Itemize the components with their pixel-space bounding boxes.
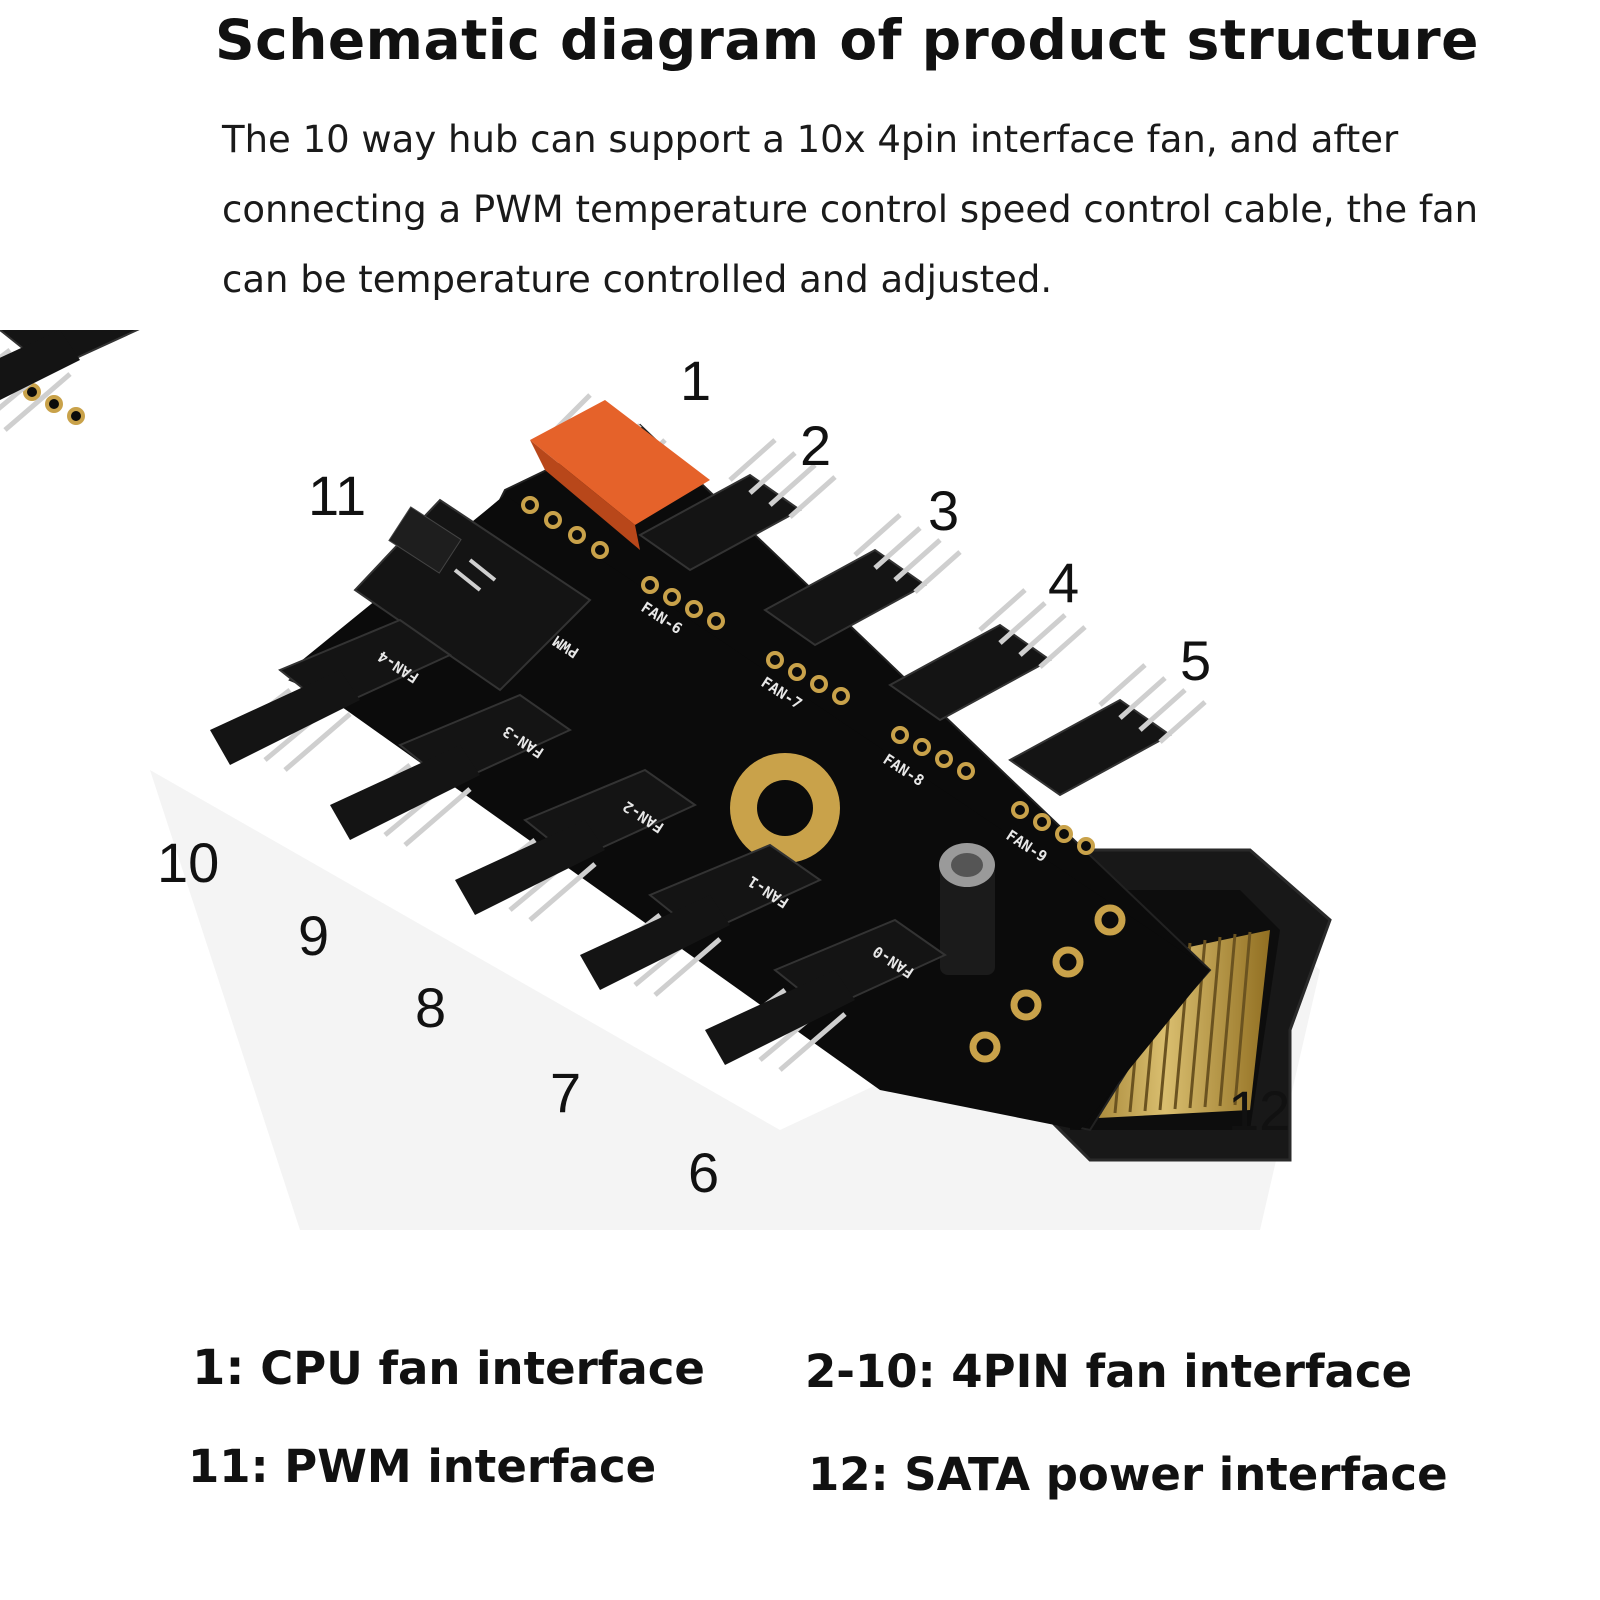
capacitor xyxy=(939,843,995,975)
pwm-header xyxy=(353,498,592,692)
legend-cpu-number: 1: xyxy=(192,1340,245,1396)
legend-pwm: 11: PWM interface xyxy=(188,1440,657,1493)
callout-11: 11 xyxy=(308,464,366,527)
callout-7: 7 xyxy=(550,1061,581,1124)
legend-cpu: 1: CPU fan interface xyxy=(192,1340,705,1396)
callout-12: 12 xyxy=(1228,1079,1290,1142)
product-diagram: FAN-6 FAN-7 FAN-8 FAN-9 PWM FAN-4 FAN-3 … xyxy=(0,330,1332,1230)
cpu-fan-header xyxy=(521,393,710,559)
sata-solder-pads xyxy=(969,904,1126,1063)
callout-9: 9 xyxy=(298,904,329,967)
callout-2: 2 xyxy=(800,414,831,477)
mounting-hole xyxy=(730,753,840,863)
legend-sata: 12: SATA power interface xyxy=(808,1448,1448,1501)
fan-header-lower xyxy=(0,330,140,432)
callout-4: 4 xyxy=(1048,551,1079,614)
description-text: The 10 way hub can support a 10x 4pin in… xyxy=(222,118,1479,301)
callout-3: 3 xyxy=(928,479,959,542)
page-title: Schematic diagram of product structure xyxy=(215,8,1479,72)
callout-1: 1 xyxy=(680,349,711,412)
legend-4pin-fan: 2-10: 4PIN fan interface xyxy=(805,1345,1413,1398)
callout-10: 10 xyxy=(157,831,219,894)
legend-cpu-text: CPU fan interface xyxy=(260,1342,705,1395)
callout-8: 8 xyxy=(415,976,446,1039)
callout-5: 5 xyxy=(1180,629,1211,692)
callout-6: 6 xyxy=(688,1141,719,1204)
